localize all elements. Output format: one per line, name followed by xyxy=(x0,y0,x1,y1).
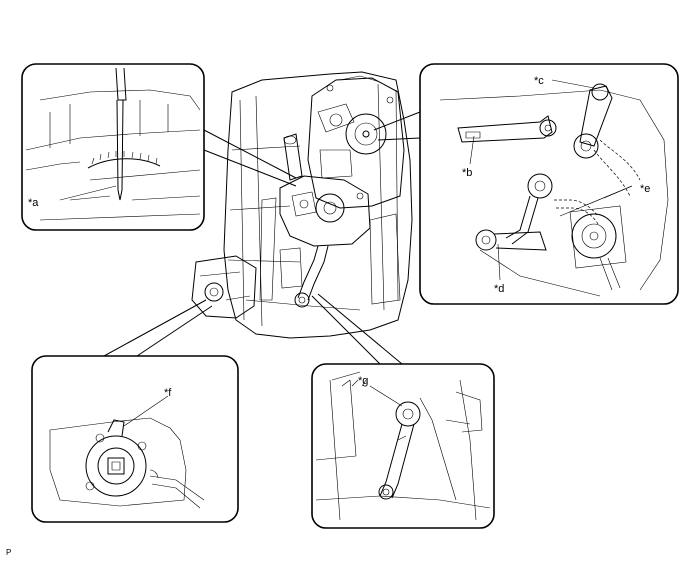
label-f: *f xyxy=(164,387,172,399)
detail-box-bcde: *b *c *e *d xyxy=(419,63,679,305)
detail-box-a: *a xyxy=(21,63,205,231)
zoom-leader-lines xyxy=(103,111,421,365)
label-c: *c xyxy=(534,75,544,87)
reference-code: P xyxy=(6,548,12,557)
label-d: *d xyxy=(494,283,504,295)
detail-box-f: *f xyxy=(31,355,239,523)
label-a: *a xyxy=(28,197,39,209)
central-assembly xyxy=(223,71,413,339)
label-e: *e xyxy=(640,183,650,195)
label-g: *g xyxy=(358,375,368,387)
label-b: *b xyxy=(462,167,472,179)
detail-box-g: *g xyxy=(311,363,495,529)
lower-left-mechanism xyxy=(191,255,257,319)
